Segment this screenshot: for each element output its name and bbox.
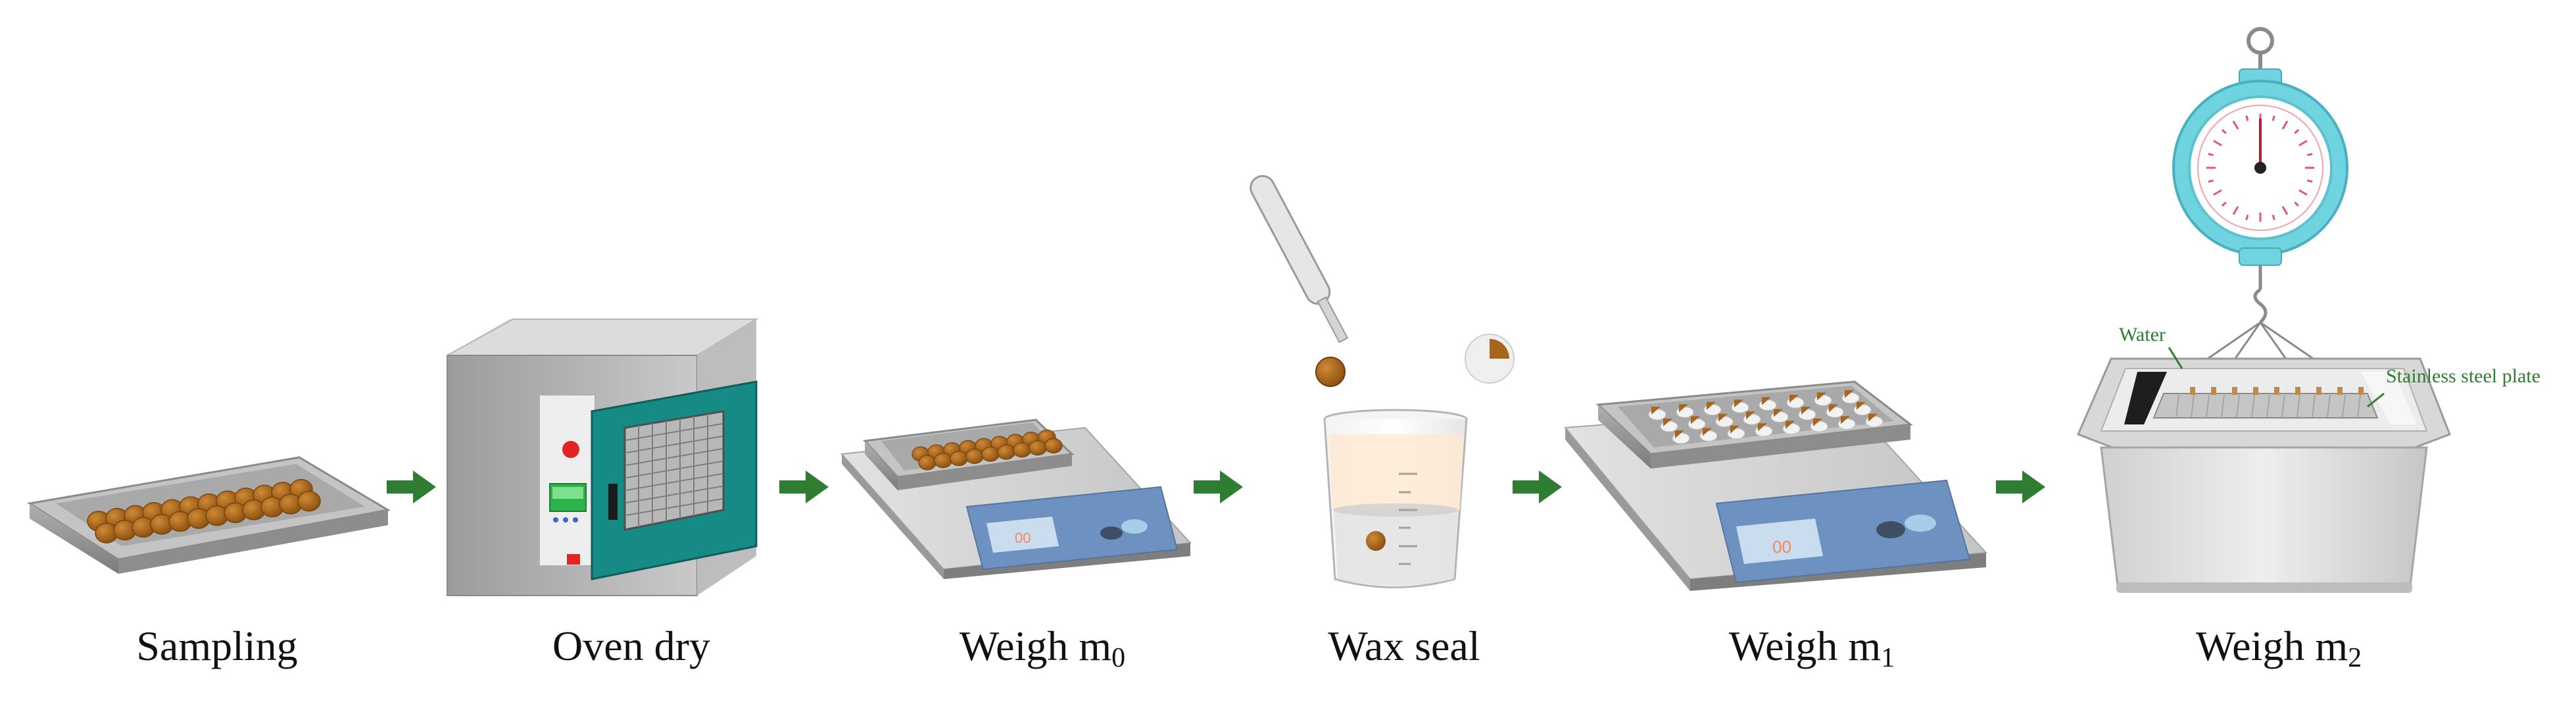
drying-oven-icon <box>447 319 759 596</box>
submerged-sample-icon <box>2253 387 2258 395</box>
wax-sealed-sample-icon <box>1699 428 1718 442</box>
step-label-weigh-m2: Weigh m2 <box>2195 623 2362 673</box>
wax-sealed-sample-icon <box>1865 413 1883 428</box>
water-callout-label: Water <box>2119 324 2166 345</box>
wax-sealed-sample-icon <box>1731 399 1749 413</box>
flow-arrows <box>387 471 2045 503</box>
svg-text:00: 00 <box>1772 537 1791 557</box>
soil-sample-icon <box>981 446 1000 462</box>
submerged-sample-icon <box>2316 387 2321 395</box>
wax-sealed-sample-icon <box>1826 404 1844 418</box>
wax-sealed-sample-icon <box>1798 407 1816 421</box>
wax-sealed-sample-icon <box>1810 419 1828 432</box>
stainless-plate-callout-label: Stainless steel plate <box>2386 365 2540 387</box>
wax-sealed-sample-icon <box>1841 390 1860 404</box>
submerged-sample-icon <box>2190 387 2195 395</box>
soil-sample-icon <box>997 444 1015 460</box>
wax-seal-icon <box>1250 175 1515 588</box>
flow-arrow-icon <box>387 471 436 503</box>
step-label-oven-dry: Oven dry <box>552 623 710 669</box>
wax-sealed-sample-icon <box>1715 413 1734 428</box>
wax-sealed-sample-icon <box>1770 409 1789 423</box>
submerged-sample-icon <box>2232 387 2237 395</box>
step-label-weigh-m0: Weigh m0 <box>959 623 1126 673</box>
flow-arrow-icon <box>1513 471 1562 503</box>
soil-sample-icon <box>1029 440 1047 456</box>
wax-sealed-sample-icon <box>1743 411 1761 425</box>
wax-sealed-sample-icon <box>1660 419 1678 432</box>
svg-text:00: 00 <box>1015 530 1031 546</box>
wax-sealed-sample-icon <box>1688 416 1706 430</box>
flow-arrow-icon <box>779 471 829 503</box>
wax-sealed-sample-icon <box>1853 401 1872 416</box>
submerged-sample-icon <box>2358 387 2364 395</box>
wax-sealed-sample-icon <box>1672 430 1690 444</box>
submerged-sample-icon <box>2274 387 2279 395</box>
wax-sealed-sample-icon <box>1703 401 1722 416</box>
submerged-sample-icon <box>2295 387 2300 395</box>
step-label-weigh-m1: Weigh m1 <box>1728 623 1895 673</box>
soil-sample-icon <box>1013 442 1031 458</box>
wax-sealed-sample-icon <box>1727 425 1745 440</box>
soil-sample-icon <box>297 490 321 512</box>
soil-sample-icon <box>918 455 936 471</box>
balance-with-tray-icon: 00 <box>840 419 1192 579</box>
wax-sealed-sample-icon <box>1755 423 1773 437</box>
submerged-sample-icon <box>2337 387 2343 395</box>
flow-arrow-icon <box>1194 471 1243 503</box>
balance-with-sealed-samples-icon: 00 <box>1564 380 1988 591</box>
wax-sealed-sample-icon <box>1837 416 1856 430</box>
step-label-wax-seal: Wax seal <box>1328 623 1480 669</box>
submerged-sample-icon <box>2211 387 2216 395</box>
wax-sealed-sample-icon <box>1676 404 1694 418</box>
wax-sealed-sample-icon <box>1759 397 1777 411</box>
soil-sample-icon <box>965 448 984 465</box>
soil-sample-icon <box>934 453 952 469</box>
step-label-sampling: Sampling <box>136 623 298 669</box>
wax-sealed-sample-icon <box>1786 395 1805 409</box>
wax-sealed-sample-icon <box>1648 407 1666 421</box>
wax-sealed-sample-icon <box>1814 392 1832 406</box>
flow-arrow-icon <box>1996 471 2045 503</box>
wax-sealed-sample-icon <box>1782 421 1801 435</box>
hanging-scale-water-tank-icon <box>2077 27 2451 593</box>
soil-sample-icon <box>1044 438 1063 454</box>
sampling-tray-icon <box>26 456 391 574</box>
soil-sample-icon <box>950 450 968 467</box>
